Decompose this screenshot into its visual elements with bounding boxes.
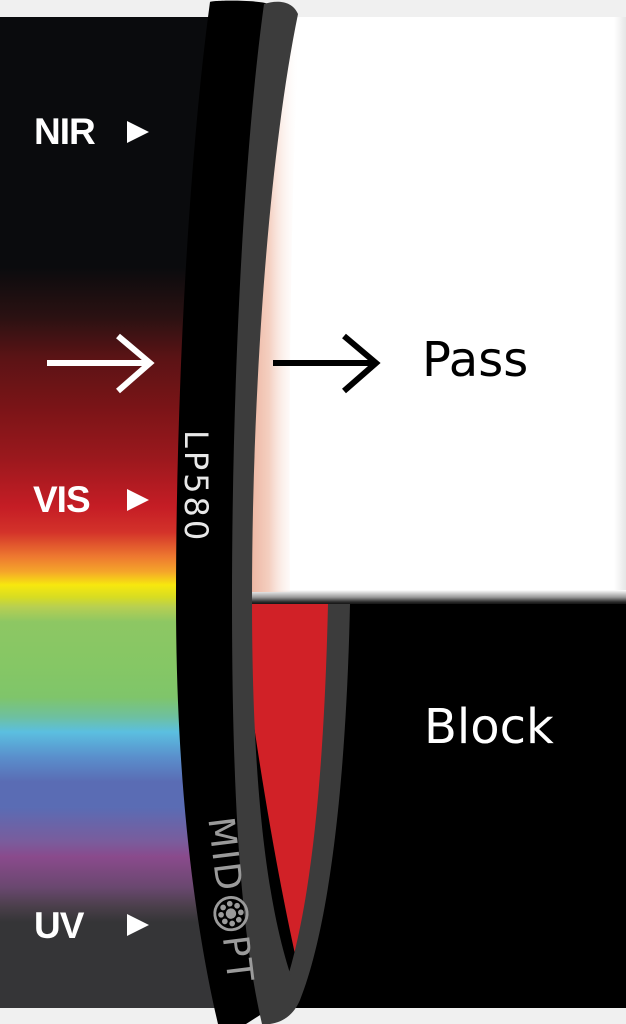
filter-model-label: LP580 [177,430,215,544]
pass-region-shadow [240,590,626,606]
brand-suffix: PT [213,933,261,986]
arrow-right-icon [47,333,155,394]
brand-logo: MID PT [199,814,261,986]
vis-label: VIS [33,479,91,520]
brand-prefix: MID [199,814,250,895]
uv-label: UV [34,905,84,946]
pass-region [240,17,626,592]
arrow-right-icon [273,333,381,394]
lens-logo-icon [213,896,249,932]
triangle-right-icon [127,914,149,936]
nir-label: NIR [34,111,96,152]
block-label: Block [424,699,554,755]
triangle-right-icon [127,489,149,511]
pass-label: Pass [422,332,529,388]
triangle-right-icon [127,121,149,143]
